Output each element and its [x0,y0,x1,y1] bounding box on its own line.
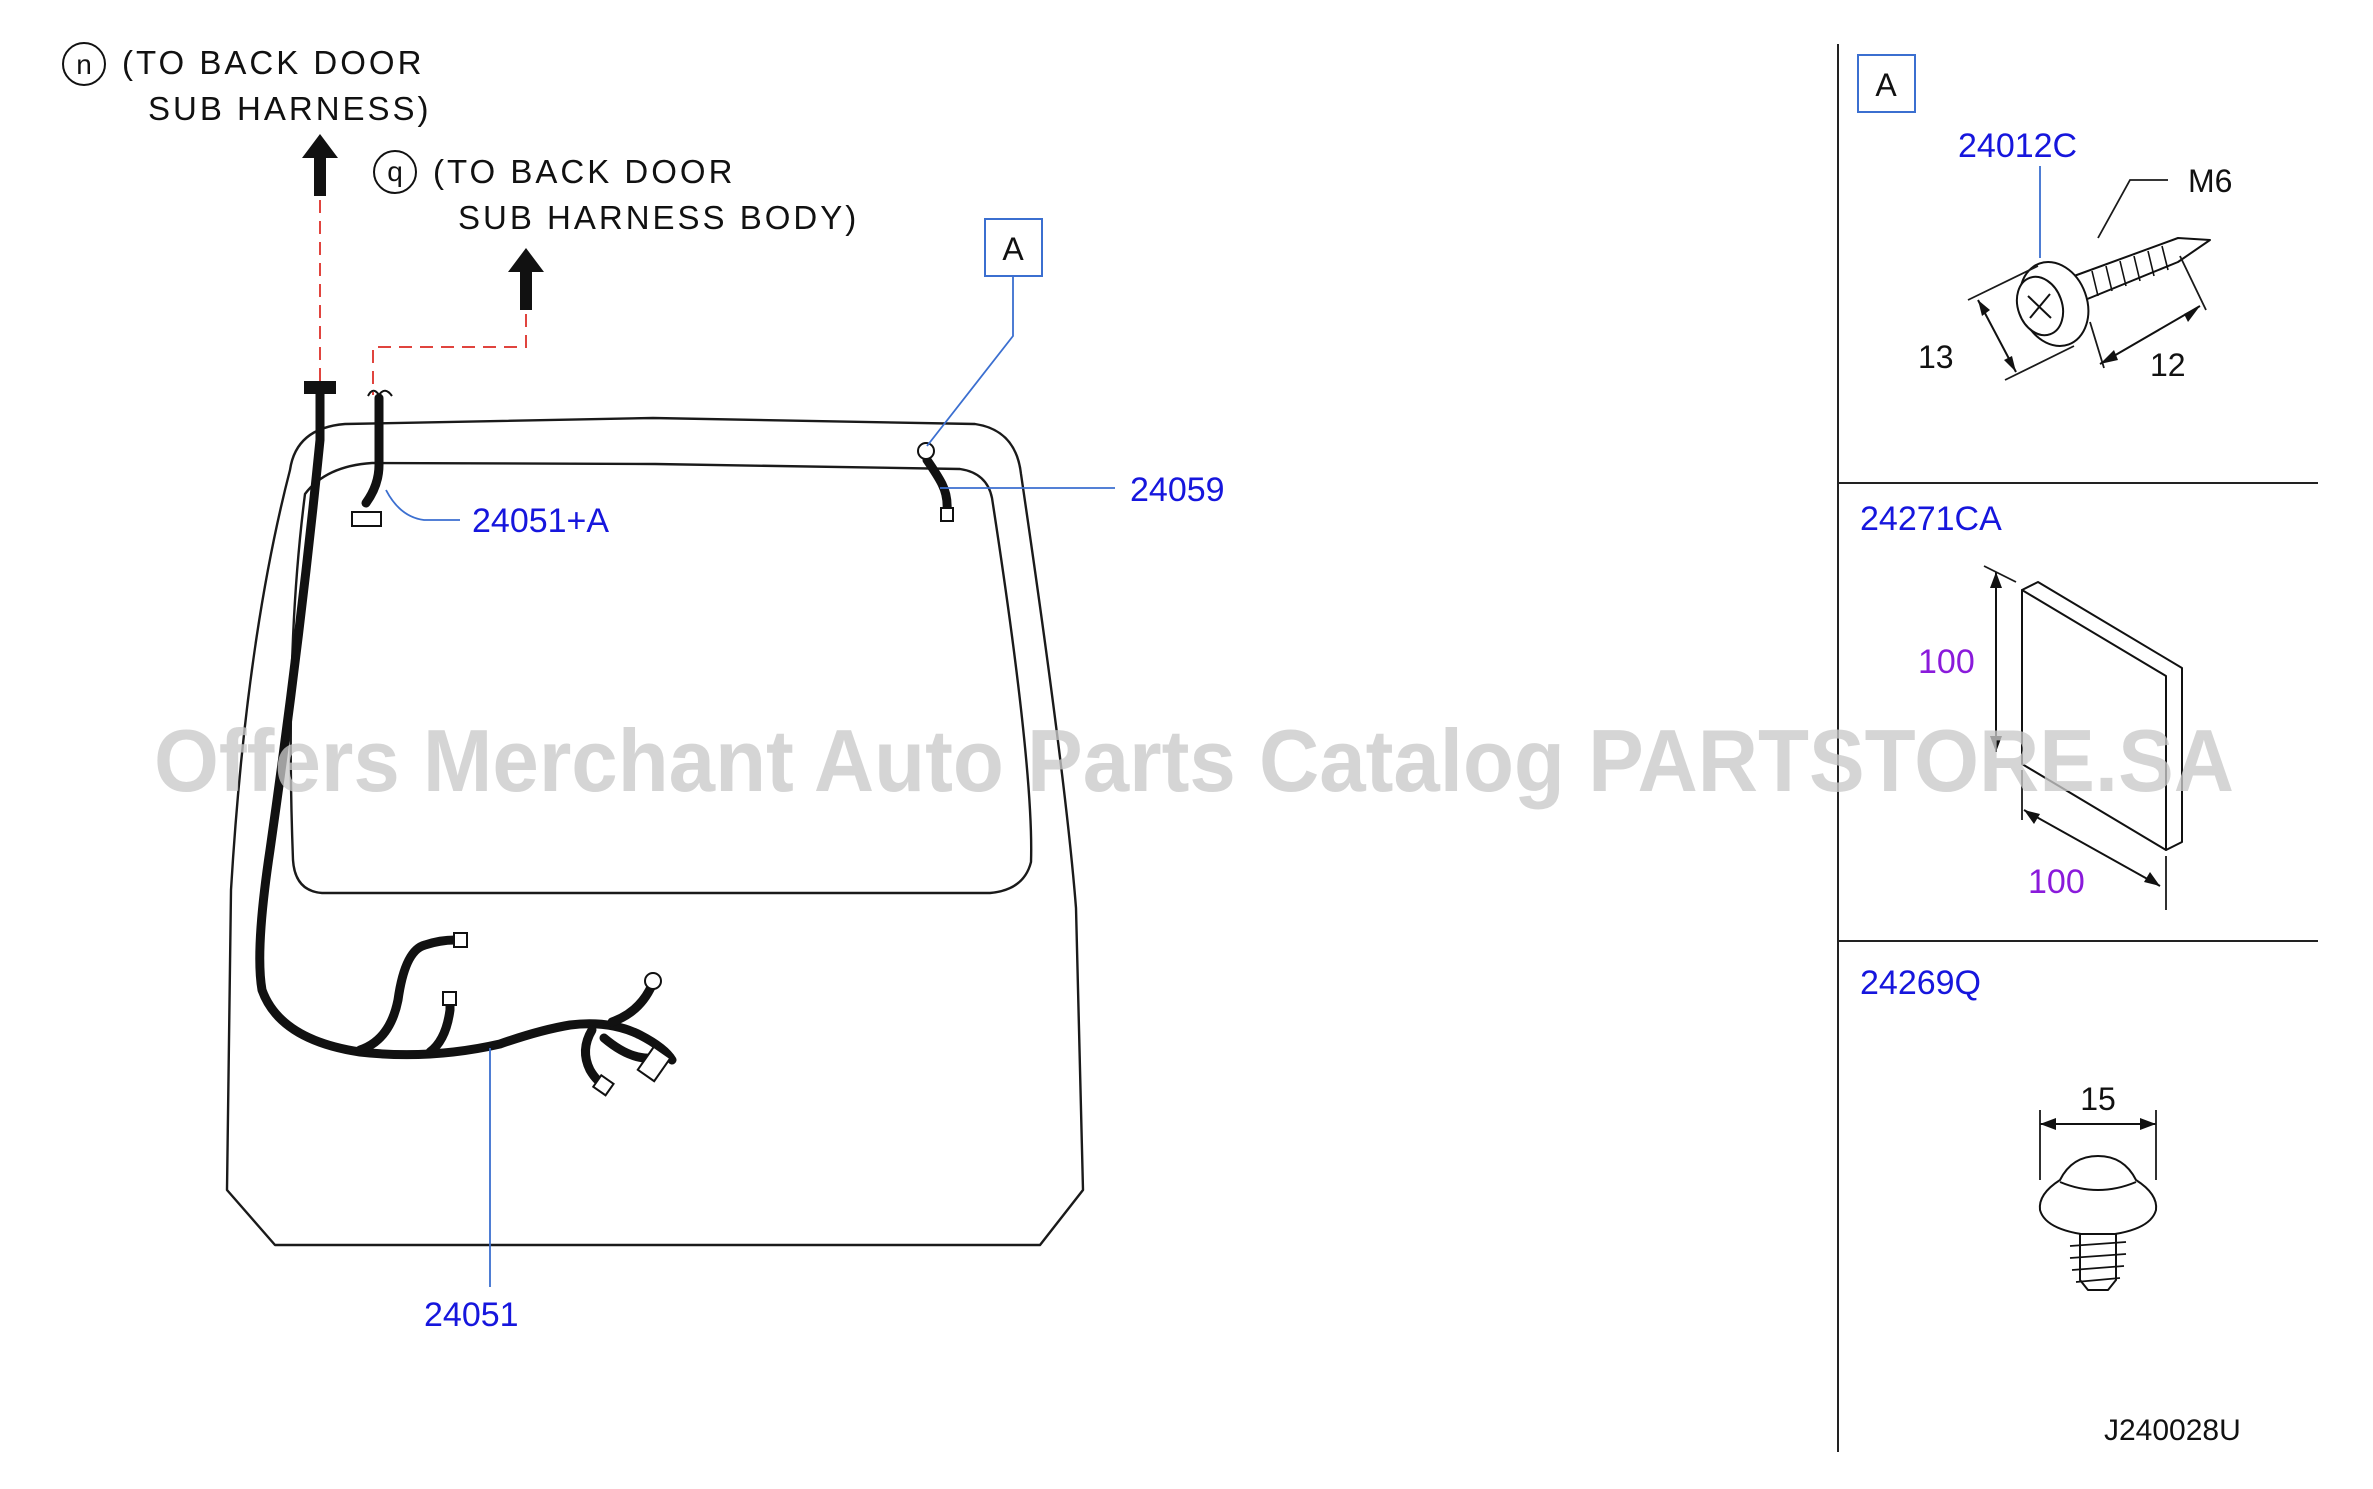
callout-n-circle [62,42,106,86]
bolt-cross-icon [2027,293,2052,319]
view-a-leader [926,276,1014,447]
harness-24051a [361,393,384,508]
view-a-box [984,218,1043,277]
panel-a-box [1857,54,1916,113]
part-number-24051[interactable]: 24051 [424,1296,519,1334]
harness-branch-upper [355,935,460,1055]
panel-a-box-label: A [1875,67,1897,103]
dim-12-value: 12 [2150,347,2186,383]
arrow-up-icon [508,248,544,310]
callout-q-line2: SUB HARNESS BODY) [458,199,859,236]
bolt-threads [2091,245,2169,297]
back-window-outline [289,461,1033,895]
back-door-drawing: n (TO BACK DOOR SUB HARNESS) q (TO BACK … [62,42,1225,1334]
callout-n: n (TO BACK DOOR SUB HARNESS) [62,42,432,127]
callout-q-letter: q [387,156,403,187]
panel-c-clip: 24269Q 15 [1860,964,2158,1291]
callout-q-circle [373,150,417,194]
connector-24051a [351,511,382,527]
connector-24059 [940,507,954,522]
part-number-24051a[interactable]: 24051+A [472,502,609,540]
dim-100-horizontal-ext [2021,770,2167,910]
connector-top-n [304,381,336,394]
dim-15-ext [2039,1110,2157,1180]
view-a-label: A [1002,231,1024,267]
back-door-outline [225,416,1085,1247]
part-number-24012c[interactable]: 24012C [1958,127,2077,165]
dim-100-horizontal-arrow [2024,810,2160,886]
connector-lower [591,1073,615,1097]
clip-dome [2059,1181,2137,1191]
dim-100-horizontal [2023,809,2161,887]
clip-threads [2069,1241,2127,1283]
connector-middle [442,991,457,1006]
connector-right [636,1045,672,1083]
dim-15-value: 15 [2080,1081,2116,1117]
harness-branch-middle [425,995,455,1057]
callout-n-letter: n [76,49,92,80]
part-number-24269q[interactable]: 24269Q [1860,964,1981,1002]
dim-12-line [2099,305,2201,365]
bolt-shank [2073,237,2211,303]
harness-branch-round [607,980,657,1027]
dim-12-arrow [2100,306,2200,364]
dim-13-arrow [1978,300,2016,372]
dim-13-value: 13 [1918,339,1954,375]
dim-100-vertical-value: 100 [1918,643,1975,681]
connector-top-q [367,389,393,397]
dim-12-ext [2089,255,2207,369]
clip-cap [2038,1155,2158,1237]
arrow-up-icon [302,134,338,196]
harness-24059 [922,455,952,515]
connector-round [644,972,662,990]
callout-q-line1: (TO BACK DOOR [433,153,735,190]
dim-100-vertical-ext [1983,565,2017,583]
callout-q: q (TO BACK DOOR SUB HARNESS BODY) [373,150,859,236]
harness-main-24051 [255,385,677,1065]
parts-side-panels: A 24012C M6 13 12 24271CA [1837,44,2318,1452]
leader-24051a [385,489,460,521]
diagram-code: J240028U [2104,1414,2241,1447]
part-number-24059[interactable]: 24059 [1130,471,1225,509]
panel-a-bolt: A 24012C M6 13 12 [1857,54,2232,383]
connector-upper [453,932,468,948]
watermark-text: Offers Merchant Auto Parts Catalog PARTS… [154,711,2234,810]
pad-face [2021,589,2167,851]
panel-b-pad: 24271CA 100 100 [1860,500,2183,910]
dim-13-ext [1967,265,2075,381]
callout-n-line2: SUB HARNESS) [148,90,432,127]
leader-m6 [2097,179,2168,239]
callout-n-line1: (TO BACK DOOR [122,44,424,81]
part-number-24271ca[interactable]: 24271CA [1860,500,2002,538]
thread-size-label: M6 [2188,163,2232,199]
clip-stem [2079,1233,2117,1291]
dashed-route-q [372,314,527,395]
dim-100-horizontal-value: 100 [2028,863,2085,901]
grommet-24059 [917,442,935,460]
